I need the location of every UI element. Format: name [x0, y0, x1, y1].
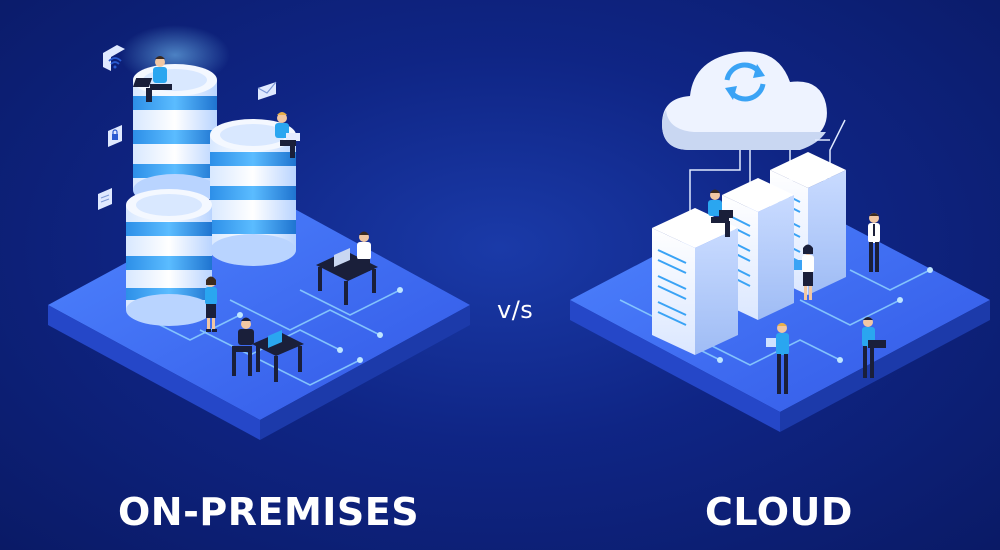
desk-worker-front [232, 317, 304, 382]
database-stack-front [126, 189, 212, 326]
database-stack-right [210, 119, 296, 266]
person-on-database [132, 56, 172, 102]
envelope-icon [257, 81, 277, 100]
versus-separator: v/s [497, 296, 534, 324]
man-with-laptop [862, 317, 886, 378]
man-with-tablet [766, 323, 789, 394]
person-on-right-database [275, 112, 300, 158]
cloud-scene [570, 51, 990, 432]
woman-with-tablet [794, 244, 814, 300]
on-premises-scene [48, 25, 470, 440]
sync-icon [724, 62, 766, 102]
on-premises-title: ON-PREMISES [118, 490, 420, 534]
server-tower-front [652, 208, 738, 355]
document-icon [98, 188, 112, 210]
woman-standing [205, 276, 217, 332]
cloud-title: CLOUD [705, 490, 853, 534]
wifi-icon [103, 45, 125, 71]
desk-worker-back [316, 231, 378, 305]
man-standing-right [868, 213, 880, 272]
person-on-server [708, 189, 733, 237]
lock-icon [108, 125, 122, 147]
